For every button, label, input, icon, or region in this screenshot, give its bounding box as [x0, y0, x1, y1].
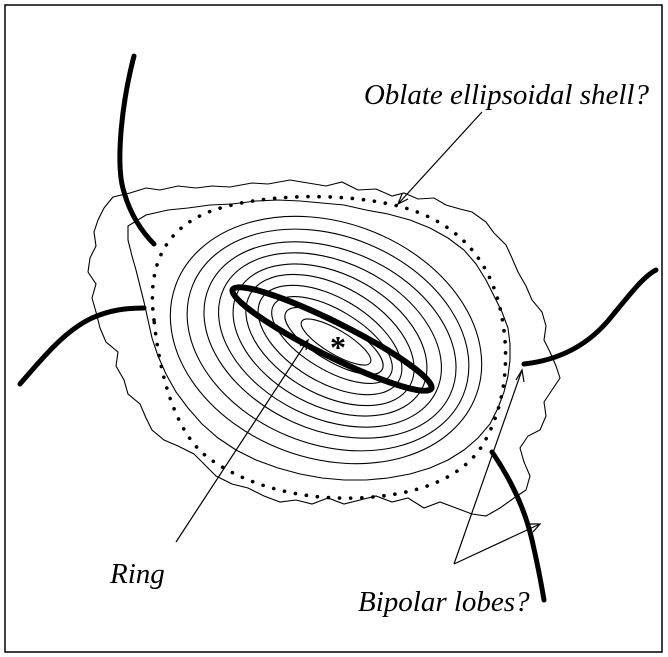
shell-label: Oblate ellipsoidal shell? — [364, 79, 650, 111]
central-star-marker: * — [330, 329, 346, 365]
contour-3 — [135, 174, 516, 505]
bipolar-lobes — [20, 56, 656, 600]
contour-4 — [154, 189, 503, 491]
annotation-pointers — [176, 112, 540, 564]
lobes-pointer-a — [454, 370, 522, 564]
lobes-label: Bipolar lobes? — [358, 586, 530, 618]
ring-label: Ring — [109, 558, 165, 590]
shell-pointer — [398, 112, 482, 204]
lobe-left — [20, 308, 144, 384]
ring-pointer — [176, 340, 308, 542]
lobe-upper-left — [120, 56, 154, 244]
contour-2 — [128, 200, 510, 480]
lobes-pointer-b — [454, 524, 540, 564]
